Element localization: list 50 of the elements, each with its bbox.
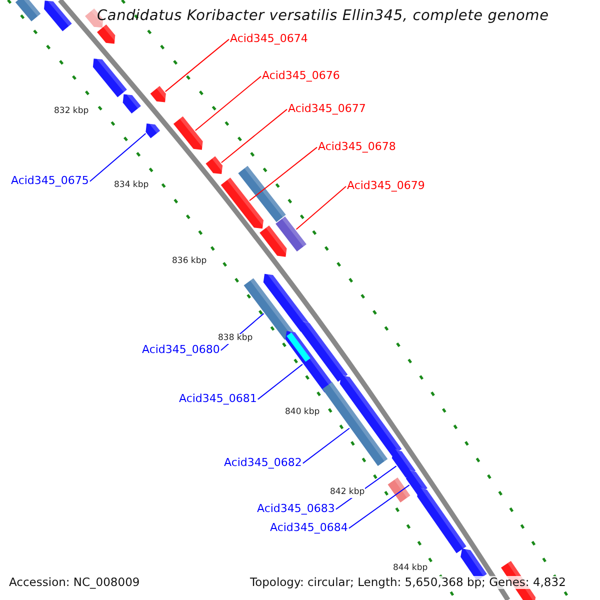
chart-title: Candidatus Koribacter versatilis Ellin345, complete genome [97,8,549,25]
gene-block [206,156,224,174]
gene-block [44,0,72,32]
gene-block [388,478,410,502]
gene-block [340,374,402,456]
leader-line [220,108,288,164]
leader-line [89,133,146,182]
gene-label: Acid345_0676 [262,70,340,83]
gene-block [15,0,41,22]
gene-label: Acid345_0683 [257,503,335,516]
gene-label: Acid345_0674 [230,33,308,46]
scale-label: 834 kbp [114,181,149,191]
gene-block [276,216,306,252]
scale-label: 836 kbp [172,257,207,267]
scale-label: 840 kbp [285,408,320,418]
gene-label: Acid345_0675 [11,175,89,188]
gene-block [300,320,348,382]
gene-block [97,24,116,44]
gene-block [417,487,466,554]
gene-label: Acid345_0681 [179,393,257,406]
gene-block [238,166,286,222]
gene-block [122,92,141,114]
gene-block [146,122,160,138]
scale-label: 838 kbp [218,334,253,344]
gene-block [263,272,310,332]
gene-block [406,469,428,496]
gene-label: Acid345_0679 [347,180,425,193]
gene-label: Acid345_0684 [270,522,348,535]
leader-line [302,428,350,464]
gene-label: Acid345_0678 [318,141,396,154]
leader-line [164,38,230,92]
gene-block [220,178,264,229]
gene-block [92,57,127,98]
leader-line [348,484,410,529]
gene-label: Acid345_0680 [142,344,220,357]
leader-line [194,76,262,132]
gene-block [322,382,388,466]
gene-block [150,86,167,102]
gene-label: Acid345_0682 [224,457,302,470]
gene-block [260,225,288,257]
scale-label: 832 kbp [54,107,89,117]
leader-line [296,186,346,230]
leader-line [257,364,303,400]
gene-block [173,116,204,150]
scale-label: 842 kbp [330,488,365,498]
scale-label: 844 kbp [393,564,428,574]
gene-label: Acid345_0677 [288,103,366,116]
leader-line [249,146,318,202]
footer-text: Accession: NC_008009 [9,576,140,590]
gene-block [392,448,416,478]
